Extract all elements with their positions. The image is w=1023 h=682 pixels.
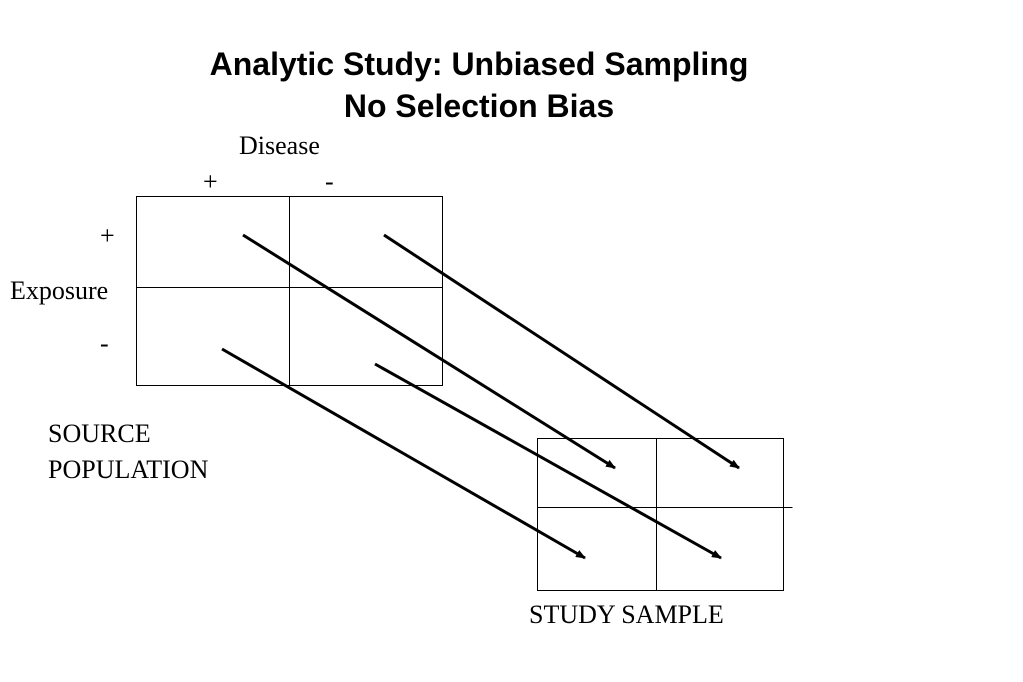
study-sample-table bbox=[537, 438, 793, 591]
disease-positive-label: + bbox=[203, 167, 218, 196]
source-population-caption-line-2: POPULATION bbox=[48, 455, 209, 484]
sampling-arrows bbox=[221, 233, 740, 560]
exposure-positive-label: + bbox=[100, 221, 115, 250]
disease-negative-label: - bbox=[325, 167, 334, 196]
title-line-2: No Selection Bias bbox=[343, 88, 615, 124]
exposure-axis-label: Exposure bbox=[10, 276, 109, 305]
arrow-unexposed-nondiseased bbox=[374, 362, 722, 560]
sample-table-border bbox=[537, 438, 784, 591]
source-population-caption-line-1: SOURCE bbox=[48, 419, 151, 448]
exposure-negative-label: - bbox=[100, 329, 109, 358]
title-line-1: Analytic Study: Unbiased Sampling bbox=[209, 46, 749, 82]
source-population-table bbox=[136, 196, 443, 386]
study-sample-caption: STUDY SAMPLE bbox=[529, 600, 724, 629]
arrow-unexposed-diseased bbox=[221, 347, 586, 560]
disease-axis-label: Disease bbox=[239, 131, 320, 160]
arrow-exposed-diseased bbox=[242, 233, 616, 470]
arrow-exposed-nondiseased bbox=[383, 233, 740, 470]
